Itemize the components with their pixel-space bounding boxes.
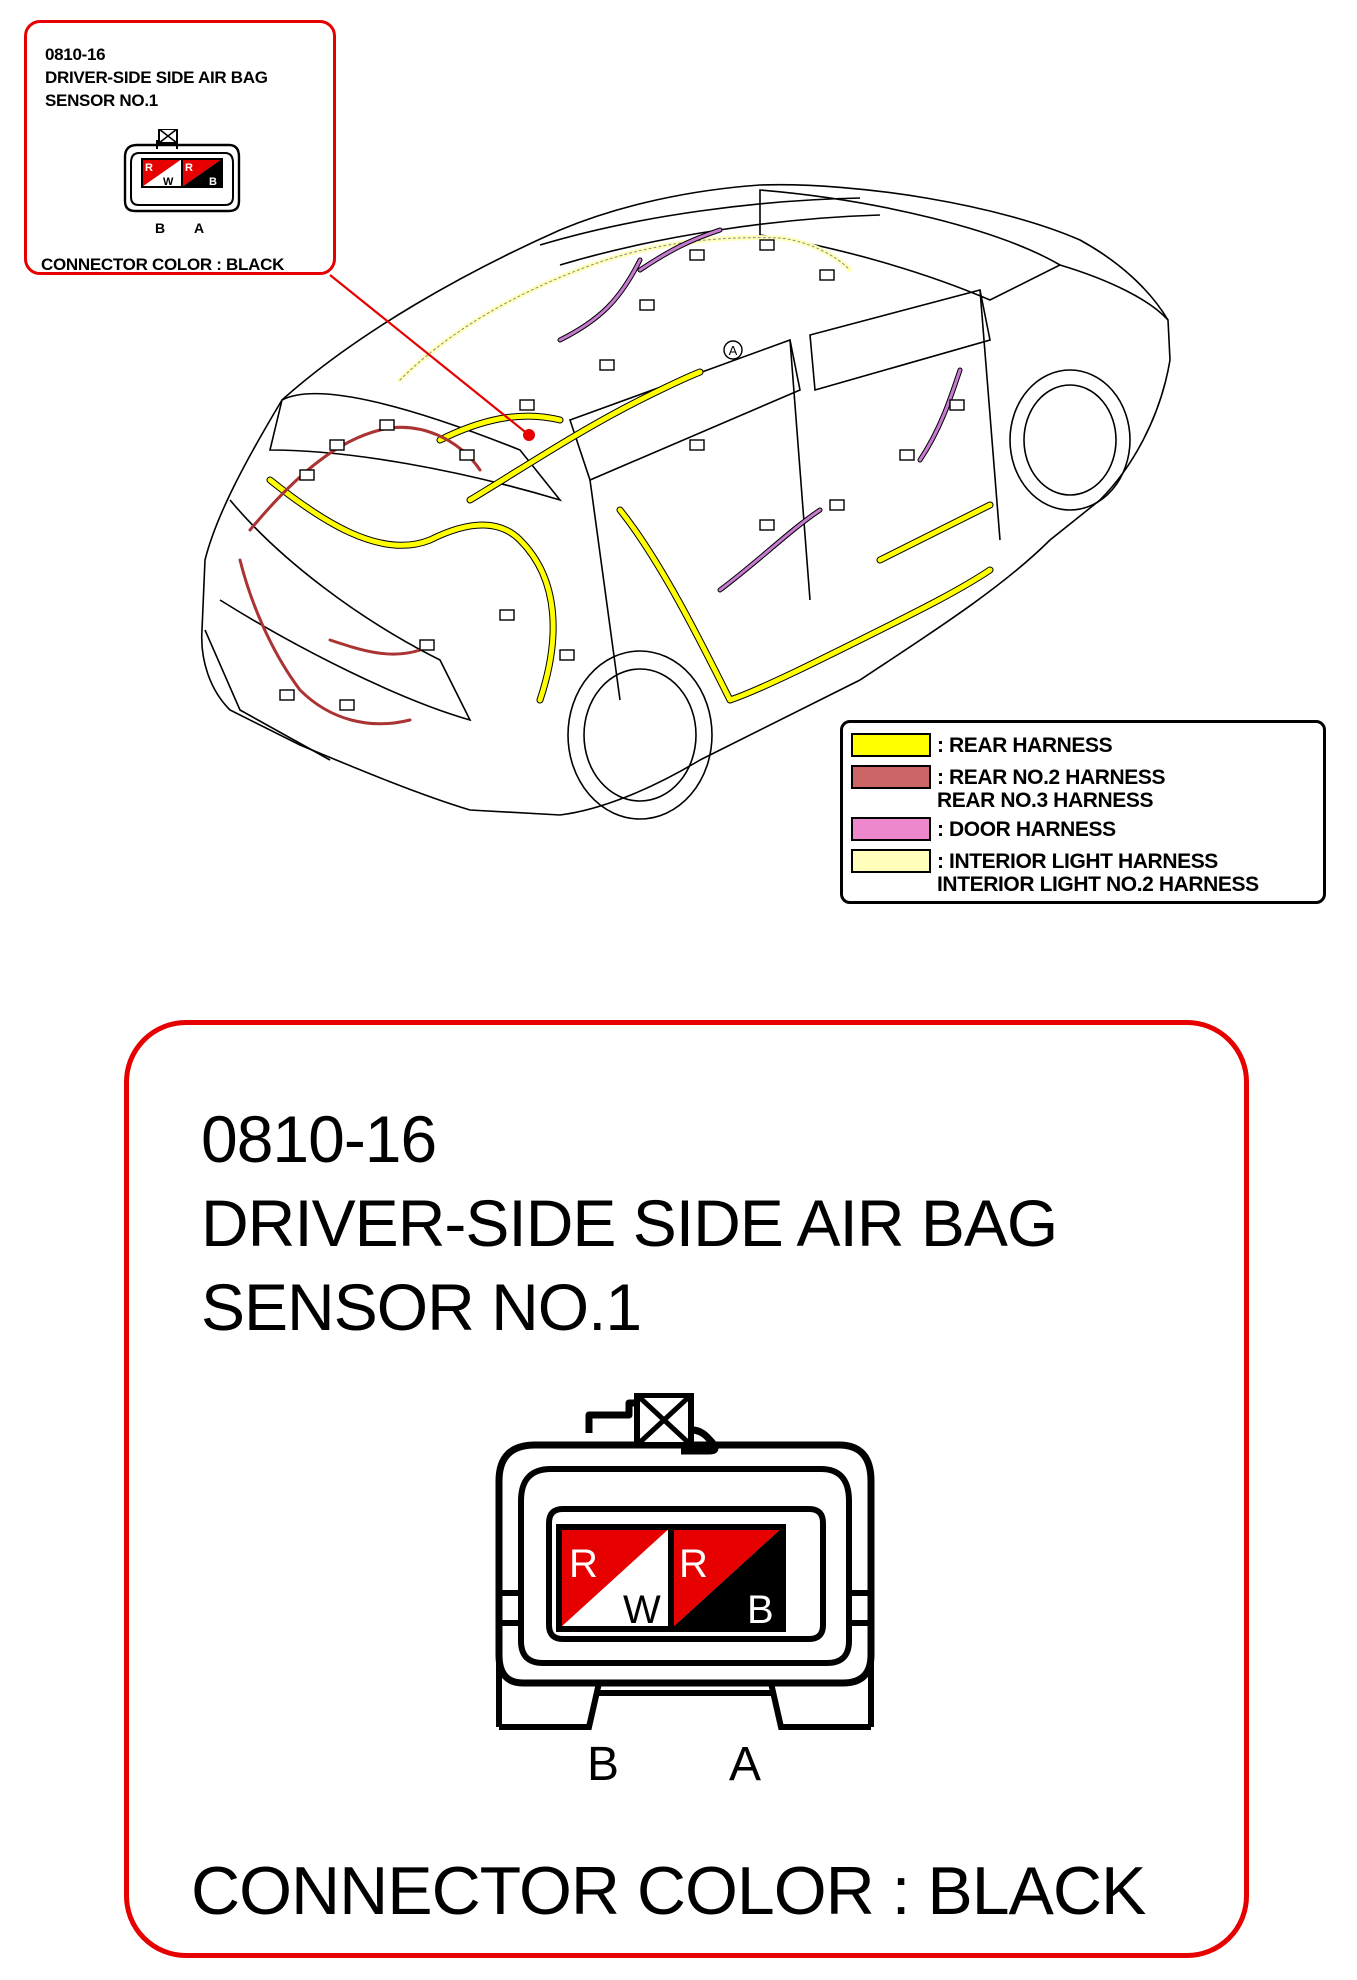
pin-label-right-large: A: [729, 1738, 762, 1791]
connector-name-large: DRIVER-SIDE SIDE AIR BAG SENSOR NO.1: [201, 1186, 1058, 1344]
pin-b-cell-large: [559, 1527, 671, 1629]
pin-a-cell-small: [182, 159, 222, 187]
connector-callout-large: 0810-16 DRIVER-SIDE SIDE AIR BAG SENSOR …: [124, 1020, 1249, 1958]
harness-legend: : REAR HARNESS : REAR NO.2 HARNESS REAR …: [840, 720, 1326, 904]
location-marker-a: [723, 340, 743, 360]
pin-b-bottom-color-small: W: [163, 176, 174, 188]
connector-code: 0810-16: [45, 45, 106, 64]
legend-label-rear-no2: : REAR NO.2 HARNESS REAR NO.3 HARNESS: [937, 766, 1166, 812]
door-harness: [558, 228, 962, 592]
legend-swatch-rear: [851, 733, 931, 757]
pin-a-bottom-color-small: B: [209, 176, 217, 188]
vehicle-body-outline: [200, 183, 1171, 820]
pin-a-cell-large: [671, 1527, 783, 1629]
lock-tab-cross-small: [158, 129, 178, 144]
rear-no2-no3-harness: [238, 425, 482, 726]
connector-color-label: CONNECTOR COLOR : BLACK: [41, 255, 285, 274]
pin-label-left-large: B: [587, 1738, 620, 1791]
legend-swatch-interior-light: [851, 849, 931, 873]
legend-swatch-rear-no2: [851, 765, 931, 789]
connector-color-label-large: CONNECTOR COLOR : BLACK: [191, 1853, 1146, 1929]
interior-light-harness: [397, 235, 853, 383]
pin-a-bottom-color-large: B: [747, 1588, 774, 1632]
lock-tab-cross-large: [635, 1393, 693, 1447]
legend-swatch-door: [851, 817, 931, 841]
pin-b-cell-small: [142, 159, 182, 187]
pin-a-top-color-large: R: [679, 1542, 708, 1586]
pin-b-top-color-small: R: [145, 162, 153, 174]
location-marker-label: A: [729, 343, 738, 358]
connector-location-dot: [523, 429, 535, 441]
connector-code-large: 0810-16: [201, 1102, 437, 1176]
pin-b-bottom-color-large: W: [623, 1588, 661, 1632]
connector-housing-large: [495, 1399, 875, 1730]
connector-callout-small: 0810-16 DRIVER-SIDE SIDE AIR BAG SENSOR …: [24, 20, 336, 275]
pin-label-right-small: A: [194, 220, 205, 236]
legend-label-door: : DOOR HARNESS: [937, 818, 1116, 841]
pin-a-top-color-small: R: [185, 162, 193, 174]
pin-label-left-small: B: [155, 220, 166, 236]
pin-b-top-color-large: R: [569, 1542, 598, 1586]
connector-face-small: R W R B: [123, 129, 241, 213]
legend-label-interior-light: : INTERIOR LIGHT HARNESS INTERIOR LIGHT …: [937, 850, 1259, 896]
connector-name: DRIVER-SIDE SIDE AIR BAG SENSOR NO.1: [45, 68, 268, 110]
legend-label-rear: : REAR HARNESS: [937, 734, 1113, 757]
rear-harness: [266, 368, 994, 704]
connector-face-large: R W R B: [495, 1393, 875, 1730]
